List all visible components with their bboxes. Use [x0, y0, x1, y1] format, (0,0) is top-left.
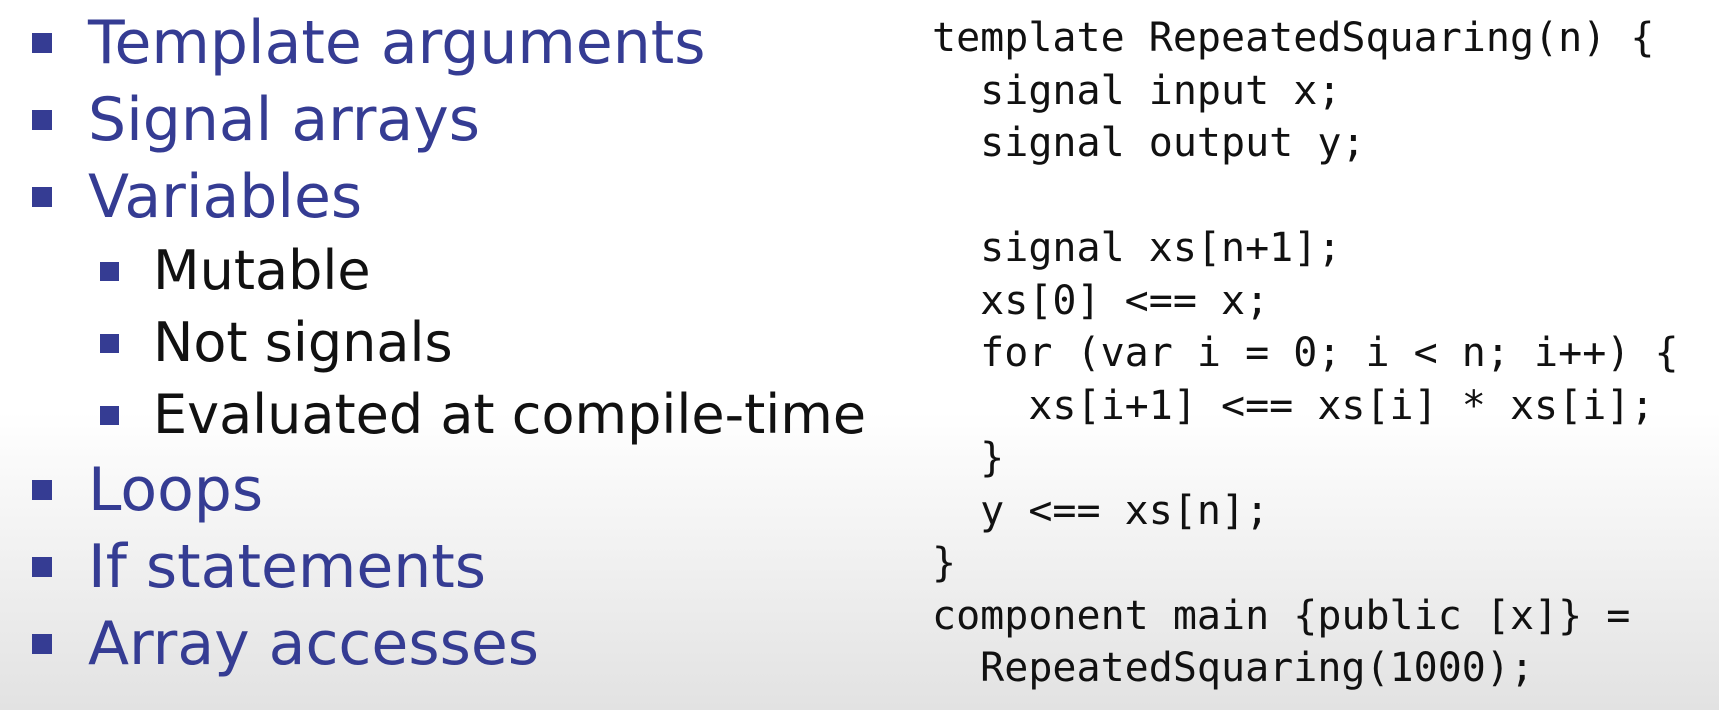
code-line: signal output y; [932, 120, 1366, 166]
code-line: for (var i = 0; i < n; i++) { [932, 330, 1679, 376]
bullet-text: Signal arrays [88, 84, 480, 155]
code-block: template RepeatedSquaring(n) { signal in… [932, 12, 1712, 695]
bullet-signal-arrays: Signal arrays [32, 81, 892, 158]
code-line: component main {public [x]} = [932, 592, 1631, 639]
bullet-array-accesses: Array accesses [32, 605, 892, 682]
bullet-text: Variables [88, 161, 363, 232]
code-line: RepeatedSquaring(1000); [932, 645, 1535, 691]
bullet-if-statements: If statements [32, 528, 892, 605]
square-bullet-icon [32, 186, 52, 207]
bullet-text: Template arguments [88, 7, 706, 78]
square-bullet-icon [100, 405, 119, 425]
square-bullet-icon [32, 109, 52, 130]
square-bullet-icon [32, 32, 52, 53]
bullet-template-arguments: Template arguments [32, 4, 892, 81]
square-bullet-icon [32, 479, 52, 500]
sub-bullet-text: Evaluated at compile-time [153, 383, 867, 446]
code-line: } [932, 435, 1005, 481]
bullet-list: Template arguments Signal arrays Variabl… [32, 4, 892, 682]
bullet-loops: Loops [32, 451, 892, 528]
sub-bullet-text: Mutable [153, 239, 371, 302]
square-bullet-icon [32, 633, 52, 654]
code-line: signal xs[n+1]; [932, 225, 1342, 271]
sub-bullet-evaluated-at-compile-time: Evaluated at compile-time [32, 379, 892, 451]
bullet-text: Array accesses [88, 608, 540, 679]
bullet-text: If statements [88, 531, 487, 602]
code-line: signal input x; [932, 67, 1342, 114]
square-bullet-icon [100, 261, 119, 281]
code-line: xs[0] <== x; [932, 277, 1270, 324]
code-line: y <== xs[n]; [932, 487, 1270, 534]
square-bullet-icon [32, 556, 52, 577]
code-line: xs[i+1] <== xs[i] * xs[i]; [932, 382, 1655, 429]
square-bullet-icon [100, 333, 119, 353]
sub-bullet-not-signals: Not signals [32, 307, 892, 379]
code-line: } [932, 540, 957, 586]
code-line [932, 170, 1712, 223]
code-line: template RepeatedSquaring(n) { [932, 15, 1655, 61]
bullet-text: Loops [88, 454, 264, 525]
bullet-variables: Variables [32, 158, 892, 235]
sub-bullet-text: Not signals [153, 311, 453, 374]
sub-bullet-mutable: Mutable [32, 235, 892, 307]
